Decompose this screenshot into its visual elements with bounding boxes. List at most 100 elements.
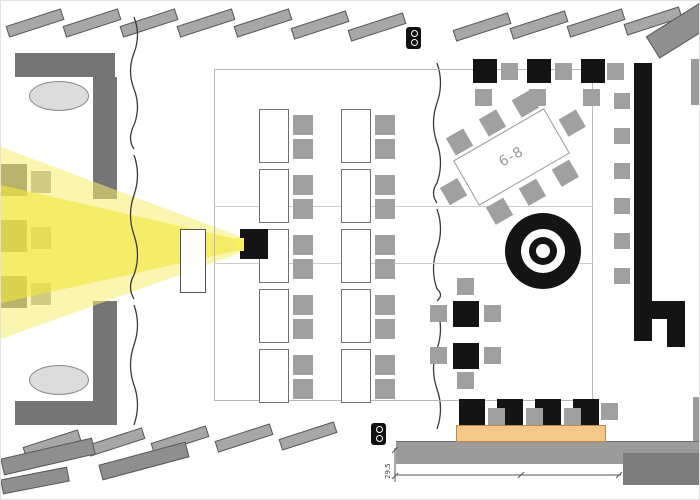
oval-table [29,81,89,111]
high-table [581,59,605,83]
oval-table [29,365,89,395]
corner-counter [651,301,685,319]
chair [614,128,630,144]
lounge-table [453,301,479,327]
dimension-tick [391,472,399,480]
chair [488,408,505,425]
round-bar-table [505,213,581,289]
stage-seat [31,283,51,305]
seminar-table [341,109,371,163]
side-room-wall [15,53,115,77]
chair [614,198,630,214]
high-table [473,59,497,83]
chair [375,259,395,279]
chair [293,295,313,315]
hall-grid-line [214,206,593,207]
seminar-table [341,229,371,283]
curtain-line [129,16,139,150]
seminar-table [259,349,289,403]
seminar-table [341,169,371,223]
chair [484,305,501,322]
chair [501,63,518,80]
chair [375,379,395,399]
chair [293,139,313,159]
chair [607,63,624,80]
chair [457,372,474,389]
chair [583,89,600,106]
side-room-wall [15,401,115,425]
wall-hatch [62,8,122,38]
chair [293,235,313,255]
chair [555,63,572,80]
high-table [527,59,551,83]
right-edge-wall [693,397,699,441]
wall-hatch [233,8,293,38]
projector-lens-glow [237,238,244,251]
chair [293,175,313,195]
chair [375,199,395,219]
wall-hatch [5,8,65,38]
chair [293,379,313,399]
stage-monitor [1,220,27,252]
wall-hatch [347,12,407,42]
seminar-table [259,109,289,163]
bar-table [459,399,485,425]
corner-counter [667,319,685,347]
wall-hatch [176,8,236,38]
wall-hatch [290,10,350,40]
chair [293,115,313,135]
chair [526,408,543,425]
chair [430,347,447,364]
round-bar-center [536,244,550,258]
dimension-label: 29.5 [384,463,392,479]
seminar-table [341,349,371,403]
chair [475,89,492,106]
chair [430,305,447,322]
wall-hatch [278,421,338,451]
seminar-table [259,169,289,223]
projector-icon [240,229,268,259]
hall-grid-line [214,263,593,264]
chair [601,403,618,420]
side-counter [634,63,652,341]
corner-wall-block [623,453,699,485]
dimension-tick [517,471,525,479]
stage-seat [31,171,51,193]
chair [375,115,395,135]
chair [375,319,395,339]
curtain-line [129,304,139,426]
wall-hatch [214,423,274,453]
curtain-line [129,154,139,300]
chair [375,139,395,159]
stage-seat [31,227,51,249]
seminar-table [259,289,289,343]
chair [375,175,395,195]
chair [484,347,501,364]
lectern [180,229,206,293]
wall-hatch [509,10,569,40]
speaker-icon [371,423,386,445]
wall-hatch [566,8,626,38]
seminar-table [341,289,371,343]
stage-monitor [1,276,27,308]
speaker-icon [406,27,421,49]
wall-hatch [452,12,512,42]
stage-monitor [1,164,27,196]
chair [375,235,395,255]
chair [564,408,581,425]
bar-counter [456,425,606,442]
chair [293,199,313,219]
side-room-wall [93,77,117,199]
chair [375,295,395,315]
chair [457,278,474,295]
chair [614,268,630,284]
wall-hatch [119,8,179,38]
chair [614,233,630,249]
hall-boundary [214,69,593,401]
chair [614,93,630,109]
chair [293,355,313,375]
dimension-tick [615,471,623,479]
chair [375,355,395,375]
chair [293,259,313,279]
